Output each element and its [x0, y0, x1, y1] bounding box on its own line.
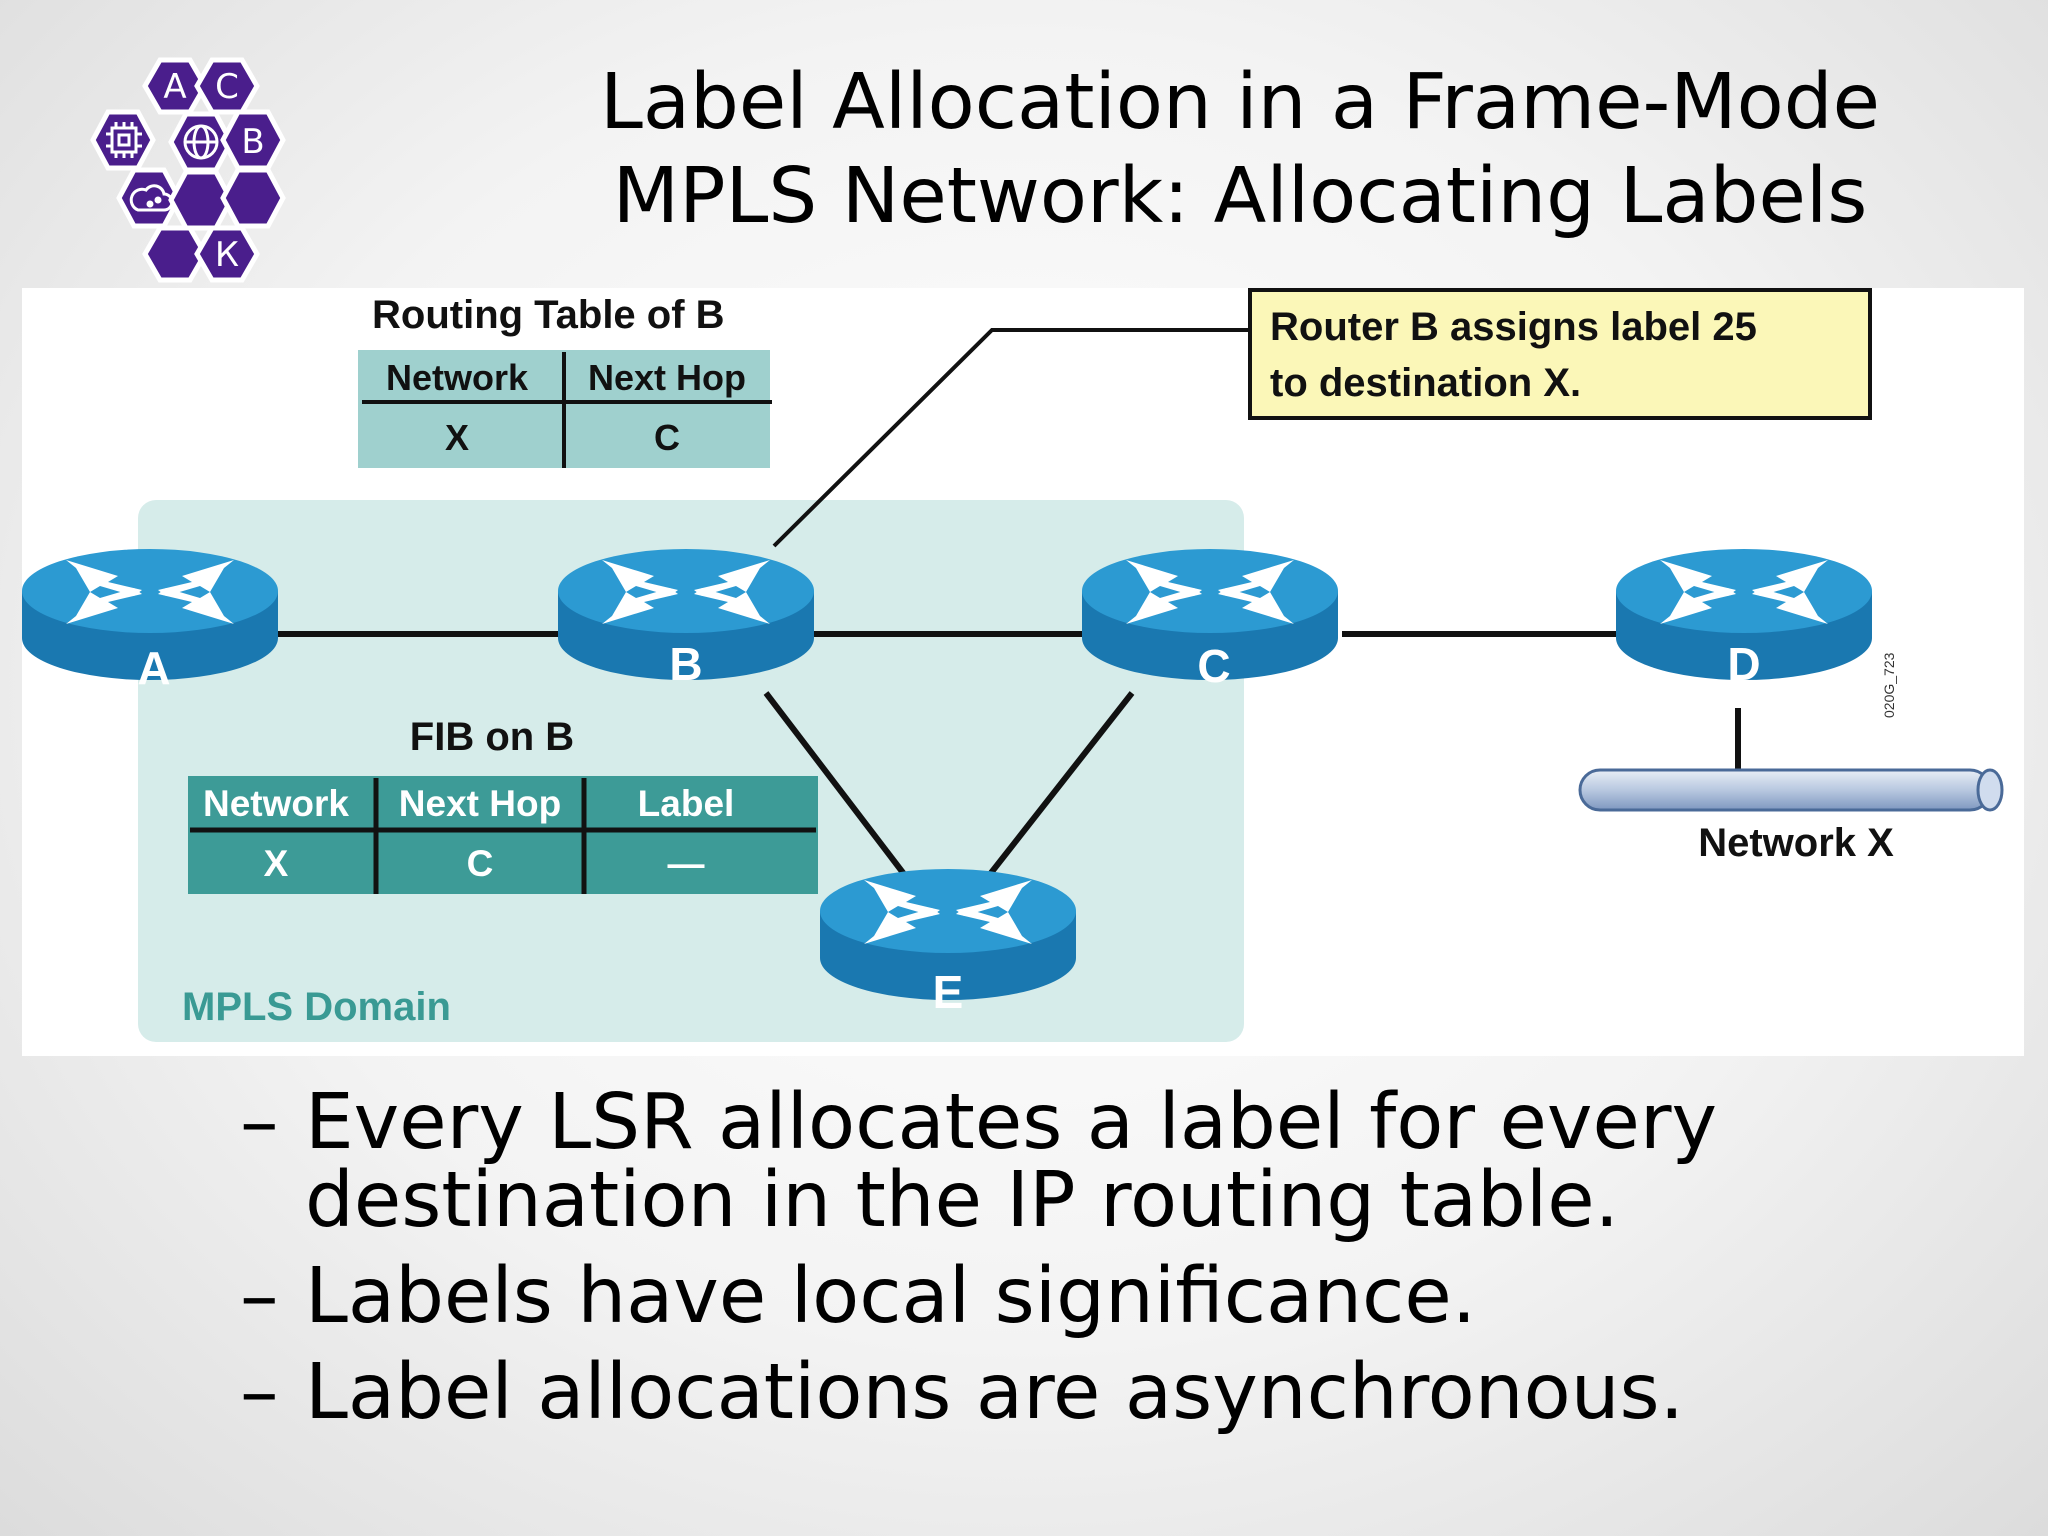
callout-line-1: Router B assigns label 25	[1270, 305, 1757, 349]
bullet-text: Label allocations are asynchronous.	[305, 1348, 1685, 1437]
routing-table-header-network: Network	[386, 357, 529, 398]
fib-cell-label: —	[668, 843, 705, 884]
fib-cell-network: X	[264, 843, 289, 884]
figure-code: 020G_723	[1881, 652, 1897, 718]
bullet-dash: –	[240, 1078, 279, 1167]
fib-cell-next-hop: C	[467, 843, 494, 884]
router-c-label: C	[1197, 640, 1230, 692]
network-x-segment	[1578, 768, 2004, 812]
callout-line-2: to destination X.	[1270, 361, 1581, 405]
logo-letter-v: В	[241, 122, 264, 162]
university-logo: А С В К	[78, 54, 318, 290]
mpls-domain-label: MPLS Domain	[182, 985, 451, 1029]
slide-title: Label Allocation in a Frame-Mode MPLS Ne…	[540, 56, 1940, 244]
callout-box	[1248, 288, 1872, 420]
bullet-item: – Label allocations are asynchronous.	[240, 1354, 1940, 1432]
mpls-diagram: MPLS Domain Routing Table of B Network N…	[22, 288, 2024, 1056]
chip-icon	[106, 122, 142, 158]
fib-caption: FIB on B	[410, 715, 574, 759]
fib-header-network: Network	[203, 783, 349, 824]
globe-icon	[183, 124, 219, 160]
network-x-label: Network X	[1698, 821, 1894, 865]
routing-table-header-next-hop: Next Hop	[588, 357, 746, 398]
fib-table-bg	[188, 776, 818, 894]
title-line-2: MPLS Network: Allocating Labels	[612, 152, 1868, 241]
fib-header-label: Label	[638, 783, 735, 824]
router-b-label: B	[669, 638, 702, 690]
bullet-list: – Every LSR allocates a label for every …	[240, 1084, 1940, 1450]
bullet-item: – Labels have local significance.	[240, 1258, 1940, 1336]
logo-letter-k: К	[215, 235, 239, 275]
bullet-dash: –	[240, 1252, 279, 1341]
bullet-text: Labels have local significance.	[305, 1252, 1477, 1341]
fib-header-next-hop: Next Hop	[399, 783, 561, 824]
routing-table-caption: Routing Table of B	[372, 293, 725, 337]
bullet-text: Every LSR allocates a label for every de…	[305, 1078, 1718, 1245]
router-d-label: D	[1727, 638, 1760, 690]
title-line-1: Label Allocation in a Frame-Mode	[599, 58, 1881, 147]
bullet-dash: –	[240, 1348, 279, 1437]
cloud-icon	[129, 184, 174, 212]
routing-table-cell-network: X	[445, 417, 469, 458]
logo-letter-s: С	[215, 67, 239, 107]
routing-table-cell-next-hop: C	[654, 417, 680, 458]
router-a-label: A	[137, 642, 170, 694]
callout-leader-line	[772, 328, 1250, 548]
network-links	[278, 631, 1741, 880]
router-e-label: E	[933, 966, 964, 1018]
bullet-item: – Every LSR allocates a label for every …	[240, 1084, 1940, 1240]
logo-letter-a: А	[163, 67, 186, 107]
